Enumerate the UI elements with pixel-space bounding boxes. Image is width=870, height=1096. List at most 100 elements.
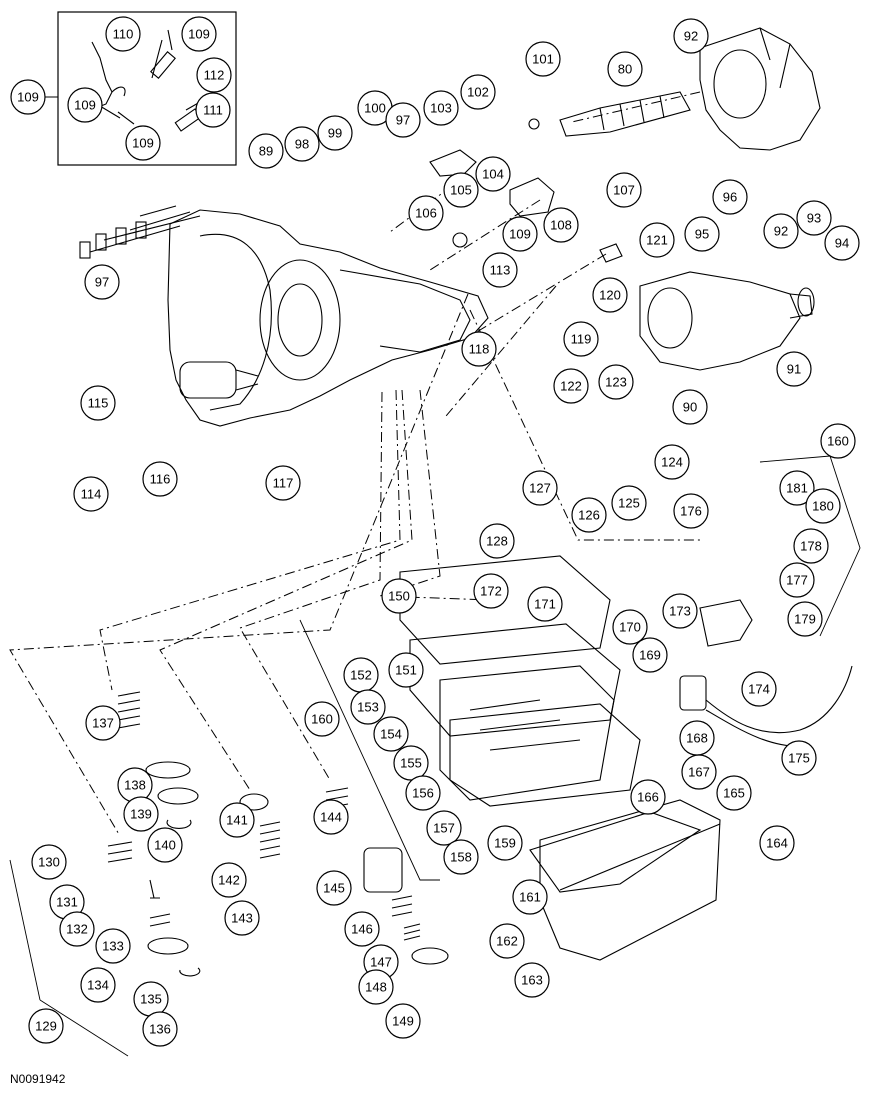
callout-178: 178 xyxy=(793,528,829,564)
callout-circle xyxy=(80,385,116,421)
callout-89: 89 xyxy=(248,133,284,169)
callout-149: 149 xyxy=(385,1003,421,1039)
callout-label: 122 xyxy=(560,379,582,394)
callout-label: 129 xyxy=(35,1019,57,1034)
callout-181: 181 xyxy=(779,470,815,506)
callout-circle xyxy=(105,16,141,52)
callout-132: 132 xyxy=(59,911,95,947)
callout-circle xyxy=(592,277,628,313)
callout-label: 99 xyxy=(328,126,342,141)
callout-163: 163 xyxy=(514,962,550,998)
callout-circle xyxy=(571,497,607,533)
callout-109: 109 xyxy=(10,79,46,115)
callout-label: 181 xyxy=(786,481,808,496)
callout-circle xyxy=(673,493,709,529)
callout-161: 161 xyxy=(512,879,548,915)
callout-circle xyxy=(489,923,525,959)
callout-label: 110 xyxy=(113,27,134,42)
callout-112: 112 xyxy=(196,57,232,93)
callout-label: 97 xyxy=(396,113,410,128)
callout-label: 80 xyxy=(618,62,632,77)
callout-label: 109 xyxy=(188,27,210,42)
callout-141: 141 xyxy=(219,802,255,838)
callout-144: 144 xyxy=(313,799,349,835)
callout-124: 124 xyxy=(654,444,690,480)
callout-label: 143 xyxy=(231,911,253,926)
callout-91: 91 xyxy=(776,351,812,387)
callout-circle xyxy=(385,102,421,138)
callout-circle xyxy=(123,796,159,832)
callout-136: 136 xyxy=(142,1011,178,1047)
callout-92: 92 xyxy=(763,213,799,249)
callout-circle xyxy=(304,701,340,737)
callout-circle xyxy=(779,562,815,598)
callout-label: 104 xyxy=(482,167,504,182)
callout-label: 173 xyxy=(669,604,691,619)
callout-circle xyxy=(662,593,698,629)
callout-label: 165 xyxy=(723,786,745,801)
callout-circle xyxy=(147,827,183,863)
callout-circle xyxy=(344,911,380,947)
callout-151: 151 xyxy=(388,652,424,688)
callout-circle xyxy=(502,216,538,252)
callout-label: 113 xyxy=(490,263,511,278)
callout-92: 92 xyxy=(673,18,709,54)
callout-113: 113 xyxy=(482,252,518,288)
callout-94: 94 xyxy=(824,225,860,261)
callout-circle xyxy=(67,87,103,123)
callout-148: 148 xyxy=(358,969,394,1005)
callout-circle xyxy=(684,216,720,252)
callout-label: 120 xyxy=(599,288,621,303)
callout-circle xyxy=(10,79,46,115)
callout-label: 162 xyxy=(496,934,518,949)
callout-label: 160 xyxy=(311,712,333,727)
callout-label: 163 xyxy=(521,973,543,988)
callout-167: 167 xyxy=(681,754,717,790)
callout-circle xyxy=(317,115,353,151)
callout-166: 166 xyxy=(630,779,666,815)
callout-circle xyxy=(31,844,67,880)
callout-label: 157 xyxy=(433,821,455,836)
callout-circle xyxy=(598,364,634,400)
callout-circle xyxy=(358,969,394,1005)
callout-label: 179 xyxy=(794,612,816,627)
callout-circle xyxy=(426,810,462,846)
callout-123: 123 xyxy=(598,364,634,400)
callout-171: 171 xyxy=(527,586,563,622)
callout-circle xyxy=(487,825,523,861)
callout-80: 80 xyxy=(607,51,643,87)
callout-99: 99 xyxy=(317,115,353,151)
callout-label: 155 xyxy=(400,756,422,771)
callout-circle xyxy=(779,470,815,506)
callout-label: 114 xyxy=(81,487,102,502)
callout-100: 100 xyxy=(357,90,393,126)
callout-circle xyxy=(195,92,231,128)
callout-134: 134 xyxy=(80,967,116,1003)
callout-label: 137 xyxy=(92,716,114,731)
callout-circle xyxy=(741,671,777,707)
callout-circle xyxy=(95,928,131,964)
callout-label: 170 xyxy=(619,620,641,635)
callout-128: 128 xyxy=(479,523,515,559)
callout-153: 153 xyxy=(350,689,386,725)
callout-circle xyxy=(393,745,429,781)
callout-160: 160 xyxy=(820,423,856,459)
callout-label: 102 xyxy=(467,85,489,100)
callout-98: 98 xyxy=(284,126,320,162)
callout-circle xyxy=(805,488,841,524)
callout-circle xyxy=(59,911,95,947)
callout-175: 175 xyxy=(781,740,817,776)
callout-circle xyxy=(385,1003,421,1039)
callout-105: 105 xyxy=(443,172,479,208)
callout-circle xyxy=(443,839,479,875)
callout-circle xyxy=(654,444,690,480)
callout-label: 121 xyxy=(646,233,668,248)
callout-label: 177 xyxy=(786,573,808,588)
callout-circle xyxy=(512,879,548,915)
figure-reference-code: N0091942 xyxy=(10,1072,66,1086)
callout-circle xyxy=(248,133,284,169)
callout-circle xyxy=(632,637,668,673)
callout-155: 155 xyxy=(393,745,429,781)
callout-label: 178 xyxy=(800,539,822,554)
callout-circle xyxy=(28,1008,64,1044)
